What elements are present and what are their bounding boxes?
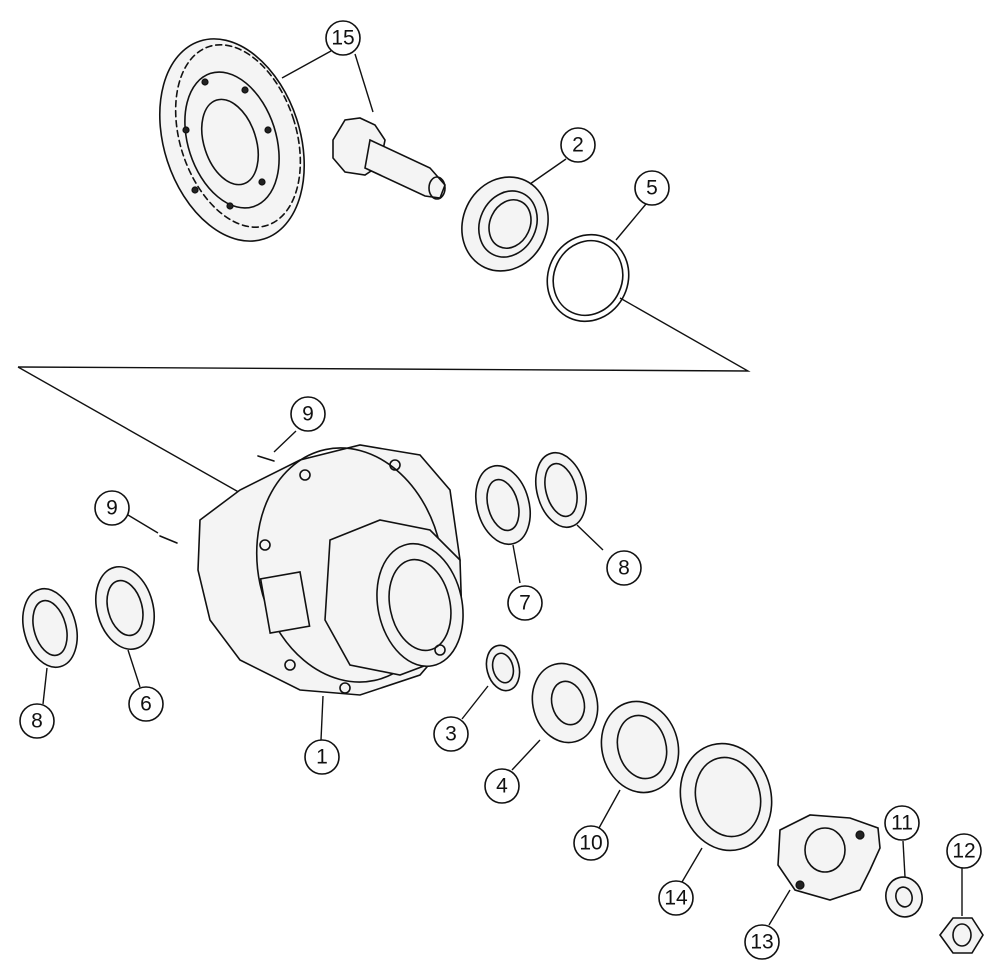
callout-5: 5 (634, 170, 670, 206)
washer-11 (885, 876, 923, 918)
svg-text:8: 8 (618, 557, 630, 580)
nut-12 (939, 917, 984, 954)
callout-3: 3 (433, 716, 469, 752)
callout-2: 2 (560, 127, 596, 163)
svg-text:7: 7 (519, 592, 531, 615)
differential-housing (197, 444, 464, 696)
seal-10 (600, 700, 680, 794)
svg-text:12: 12 (952, 840, 975, 863)
svg-text:14: 14 (664, 887, 688, 910)
callout-14: 14 (658, 880, 694, 916)
callout-7: 7 (507, 585, 543, 621)
svg-text:9: 9 (106, 497, 118, 520)
shield-14 (679, 742, 773, 852)
callout-12: 12 (946, 833, 982, 869)
svg-text:10: 10 (579, 832, 602, 855)
callout-6: 6 (128, 686, 164, 722)
callout-1: 1 (304, 739, 340, 775)
pinion-gear (332, 117, 446, 200)
callout-9-left: 9 (94, 490, 130, 526)
leader-lines (42, 50, 963, 926)
bearing-2 (461, 176, 549, 272)
svg-text:13: 13 (750, 931, 773, 954)
callout-4: 4 (484, 768, 520, 804)
svg-text:6: 6 (140, 693, 152, 716)
callout-10: 10 (573, 825, 609, 861)
pin-9-top (257, 455, 275, 462)
adjuster-nut-8-left (22, 587, 78, 669)
assembly-guide-line-diagonal (17, 366, 259, 504)
svg-text:5: 5 (646, 177, 658, 200)
svg-text:9: 9 (302, 403, 314, 426)
svg-text:8: 8 (31, 710, 43, 733)
yoke-13 (777, 814, 881, 901)
callout-8-right: 8 (606, 550, 642, 586)
callout-8-left: 8 (19, 703, 55, 739)
o-ring-5 (546, 233, 630, 323)
ring-gear (158, 38, 306, 242)
spacer-3 (485, 644, 521, 692)
svg-text:4: 4 (496, 775, 508, 798)
callout-11: 11 (884, 805, 920, 841)
pin-9-left (159, 535, 178, 544)
svg-text:1: 1 (316, 746, 328, 769)
svg-text:2: 2 (572, 134, 584, 157)
bearing-6 (95, 565, 155, 651)
svg-text:11: 11 (891, 812, 913, 835)
callout-9-top: 9 (290, 396, 326, 432)
adjuster-nut-8-right (535, 451, 587, 529)
bearing-4 (531, 662, 599, 744)
svg-text:3: 3 (445, 723, 457, 746)
bearing-7 (475, 464, 531, 546)
callout-13: 13 (744, 924, 780, 960)
assembly-guide-line (17, 297, 751, 372)
svg-text:15: 15 (331, 27, 354, 50)
callout-15: 15 (325, 20, 361, 56)
